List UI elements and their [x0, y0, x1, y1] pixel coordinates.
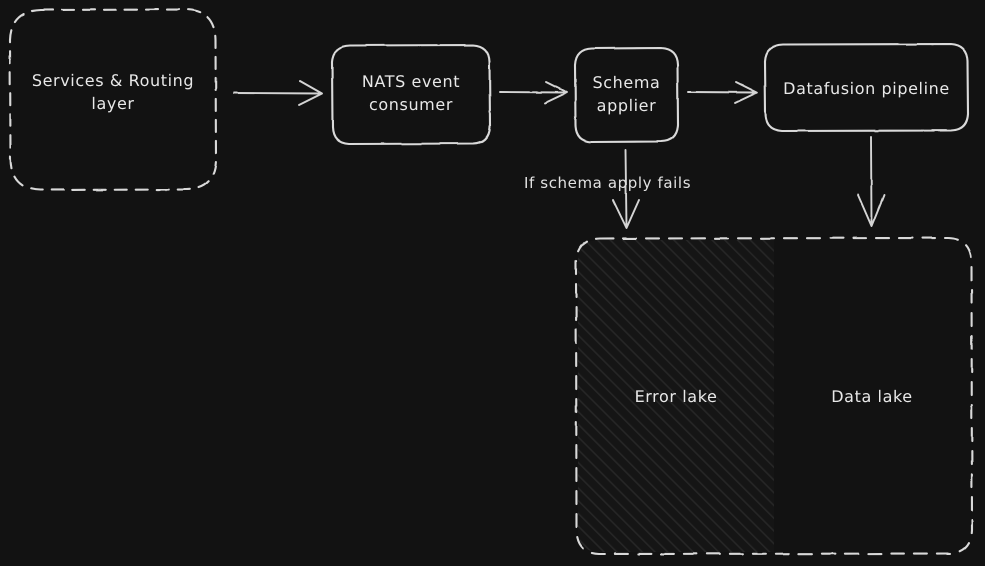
- nats-event-consumer-node[interactable]: [332, 45, 490, 144]
- nats-event-consumer-box[interactable]: [330, 43, 492, 146]
- services-routing-layer-box[interactable]: [8, 8, 218, 192]
- schema-applier-node[interactable]: [575, 48, 678, 142]
- datafusion-pipeline-box[interactable]: [763, 42, 970, 133]
- arrow-nats-to-schema: [499, 81, 568, 104]
- error-lake-node[interactable]: [578, 240, 774, 552]
- edge-label-if-schema-apply-fails: If schema apply fails: [524, 174, 692, 192]
- error-lake-hatch-fill: [578, 240, 774, 552]
- arrow-schema-to-datafusion: [687, 81, 758, 104]
- services-routing-layer-node[interactable]: [10, 9, 216, 190]
- schema-applier-box[interactable]: [573, 46, 680, 144]
- lake-container-box[interactable]: [574, 236, 974, 556]
- arrow-datafusion-to-data-lake: [857, 136, 885, 227]
- arrow-schema-to-error-lake: [612, 149, 640, 229]
- data-lake-node[interactable]: [774, 240, 970, 552]
- arrow-services-to-nats: [233, 80, 323, 106]
- datafusion-pipeline-node[interactable]: [765, 44, 968, 131]
